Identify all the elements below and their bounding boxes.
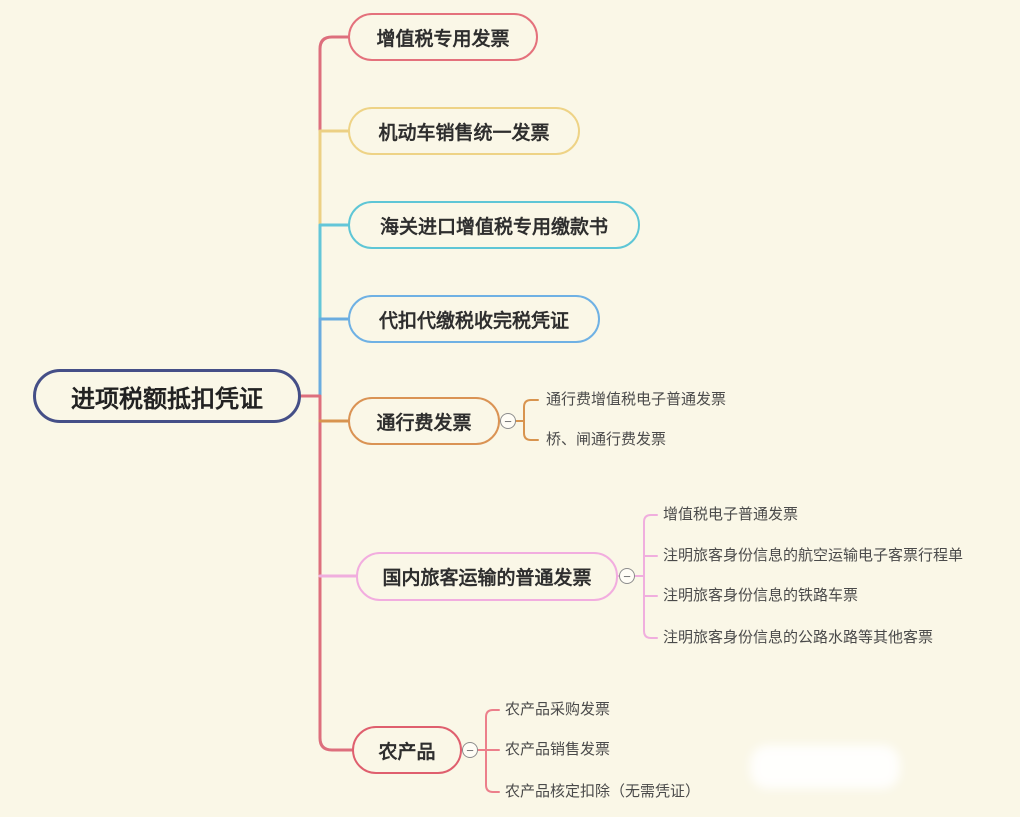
watermark-blur xyxy=(750,745,900,789)
subtopic-toll-vat-e-invoice[interactable]: 通行费增值税电子普通发票 xyxy=(546,391,727,408)
collapse-icon-agricultural-products[interactable]: − xyxy=(462,742,478,758)
subtopic-agri-verified-deduction[interactable]: 农产品核定扣除（无需凭证） xyxy=(505,783,701,800)
subtopic-agri-purchase-invoice[interactable]: 农产品采购发票 xyxy=(505,701,611,718)
subtopic-railway-ticket[interactable]: 注明旅客身份信息的铁路车票 xyxy=(663,587,859,604)
topic-motor-vehicle-invoice[interactable]: 机动车销售统一发票 xyxy=(348,107,580,155)
topic-withholding-tax-certificate[interactable]: 代扣代缴税收完税凭证 xyxy=(348,295,600,343)
topic-toll-invoice[interactable]: 通行费发票 xyxy=(348,397,500,445)
collapse-icon-toll-invoice[interactable]: − xyxy=(500,413,516,429)
topic-customs-payment-certificate[interactable]: 海关进口增值税专用缴款书 xyxy=(348,201,640,249)
subtopic-agri-sales-invoice[interactable]: 农产品销售发票 xyxy=(505,741,611,758)
subtopic-air-transport-itinerary[interactable]: 注明旅客身份信息的航空运输电子客票行程单 xyxy=(663,547,964,564)
topic-passenger-transport-invoice[interactable]: 国内旅客运输的普通发票 xyxy=(356,552,618,601)
subtopic-bridge-gate-toll-invoice[interactable]: 桥、闸通行费发票 xyxy=(546,431,667,448)
root-topic[interactable]: 进项税额抵扣凭证 xyxy=(33,369,301,423)
collapse-icon-passenger-transport[interactable]: − xyxy=(619,568,635,584)
topic-vat-special-invoice[interactable]: 增值税专用发票 xyxy=(348,13,538,61)
topic-agricultural-products[interactable]: 农产品 xyxy=(352,726,462,774)
subtopic-vat-e-ordinary-invoice[interactable]: 增值税电子普通发票 xyxy=(663,506,799,523)
subtopic-highway-waterway-ticket[interactable]: 注明旅客身份信息的公路水路等其他客票 xyxy=(663,629,934,646)
